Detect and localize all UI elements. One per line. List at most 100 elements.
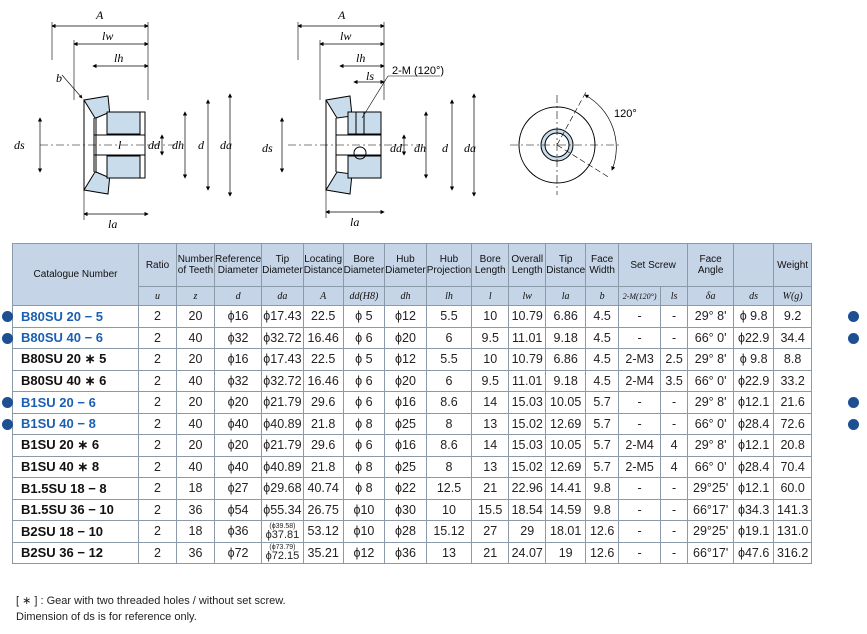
cell-lh: 10 — [425, 498, 473, 521]
cell-m: - — [618, 326, 662, 349]
cell-w: 33.2 — [773, 369, 813, 392]
cell-dh: ϕ20 — [384, 326, 427, 349]
cell-u: 2 — [138, 434, 177, 457]
cell-ls: - — [660, 305, 689, 328]
end-view-angle-label: 120° — [614, 108, 637, 120]
cell-w: 21.6 — [773, 391, 813, 414]
cell-ls: 4 — [660, 434, 689, 457]
cell-l: 14 — [471, 391, 510, 414]
cell-l: 21 — [471, 477, 510, 500]
cell-lw: 24.07 — [508, 541, 547, 564]
mid-label-da: da — [464, 141, 476, 155]
cell-la: 6.86 — [545, 348, 587, 371]
gear-spec-table: Catalogue Number Ratio Number of Teeth R… — [12, 243, 813, 564]
tip-diameter-note: (ϕ73.79) — [269, 544, 296, 552]
sym-ref-dia: d — [213, 286, 263, 306]
cell-fa: 66° 0' — [687, 455, 735, 478]
cell-A: 16.46 — [302, 369, 344, 392]
cell-A: 22.5 — [302, 348, 344, 371]
cell-dh: ϕ36 — [384, 541, 427, 564]
cell-ds: ϕ22.9 — [733, 326, 775, 349]
sym-overall-len: lw — [508, 286, 547, 306]
cell-d: ϕ16 — [213, 348, 263, 371]
cell-ls: 4 — [660, 455, 689, 478]
cell-la: 9.18 — [545, 369, 587, 392]
cell-d: ϕ32 — [213, 326, 263, 349]
catalogue-number-cell: B1SU 20 ∗ 6 — [12, 434, 139, 457]
catalogue-number-cell: B1.5SU 18 − 8 — [12, 477, 139, 500]
row-marker-dot-right — [848, 397, 859, 408]
cell-da: ϕ32.72 — [261, 369, 304, 392]
cell-z: 20 — [176, 434, 215, 457]
left-label-lw: lw — [102, 29, 113, 43]
sym-locating: A — [302, 286, 344, 306]
cell-u: 2 — [138, 520, 177, 543]
cell-ls: - — [660, 412, 689, 435]
cell-ds: ϕ12.1 — [733, 477, 775, 500]
cell-da: ϕ17.43 — [261, 305, 304, 328]
cell-fa: 66°17' — [687, 541, 735, 564]
cell-u: 2 — [138, 412, 177, 435]
cell-z: 36 — [176, 498, 215, 521]
cell-dd: ϕ 6 — [342, 434, 386, 457]
cell-da: ϕ55.34 — [261, 498, 304, 521]
header-ratio: Ratio — [138, 243, 177, 287]
header-hub-projection: Hub Projection — [425, 243, 473, 287]
cell-b: 5.7 — [585, 391, 620, 414]
cell-lw: 18.54 — [508, 498, 547, 521]
header-number-of-teeth: Number of Teeth — [176, 243, 215, 287]
cell-u: 2 — [138, 326, 177, 349]
catalogue-number-cell: B2SU 18 − 10 — [12, 520, 139, 543]
cell-w: 316.2 — [773, 541, 813, 564]
cell-m: 2-M4 — [618, 369, 662, 392]
cell-b: 12.6 — [585, 520, 620, 543]
cell-dh: ϕ16 — [384, 434, 427, 457]
tip-diameter-value: ϕ72.15 — [265, 550, 300, 563]
cell-ls: - — [660, 498, 689, 521]
header-overall-length: Overall Length — [508, 243, 547, 287]
cell-dd: ϕ 8 — [342, 455, 386, 478]
row-marker-dot-left — [2, 311, 13, 322]
cell-ds: ϕ 9.8 — [733, 305, 775, 328]
footnote-asterisk: [ ∗ ] : Gear with two threaded holes / w… — [16, 595, 286, 607]
cell-m: - — [618, 498, 662, 521]
mid-label-d: d — [442, 141, 449, 155]
cell-u: 2 — [138, 391, 177, 414]
cell-la: 9.18 — [545, 326, 587, 349]
cell-dd: ϕ 5 — [342, 348, 386, 371]
cell-z: 20 — [176, 305, 215, 328]
cell-b: 12.6 — [585, 541, 620, 564]
cell-fa: 29° 8' — [687, 434, 735, 457]
cell-l: 13 — [471, 412, 510, 435]
cell-ds: ϕ34.3 — [733, 498, 775, 521]
cell-u: 2 — [138, 477, 177, 500]
cell-d: ϕ36 — [213, 520, 263, 543]
footnotes: [ ∗ ] : Gear with two threaded holes / w… — [16, 593, 286, 625]
sym-bore-len: l — [471, 286, 510, 306]
cell-la: 14.41 — [545, 477, 587, 500]
cell-fa: 66° 0' — [687, 326, 735, 349]
left-label-l: l — [118, 138, 122, 152]
sym-face-angle: δa — [687, 286, 735, 306]
sym-tip-dist: la — [545, 286, 587, 306]
cell-m: - — [618, 477, 662, 500]
header-face-width: Face Width — [585, 243, 620, 287]
cell-lw: 15.03 — [508, 434, 547, 457]
header-ds — [733, 243, 775, 287]
cell-lh: 13 — [425, 541, 473, 564]
catalogue-number-cell: B1SU 20 − 6 — [12, 391, 139, 414]
cell-dd: ϕ 5 — [342, 305, 386, 328]
left-label-la: la — [108, 217, 117, 231]
cell-u: 2 — [138, 369, 177, 392]
cell-lw: 22.96 — [508, 477, 547, 500]
cell-dh: ϕ16 — [384, 391, 427, 414]
middle-section-drawing — [279, 22, 477, 218]
mid-label-A: A — [337, 8, 346, 22]
sym-bore-dia: dd(H8) — [342, 286, 386, 306]
cell-d: ϕ20 — [213, 391, 263, 414]
